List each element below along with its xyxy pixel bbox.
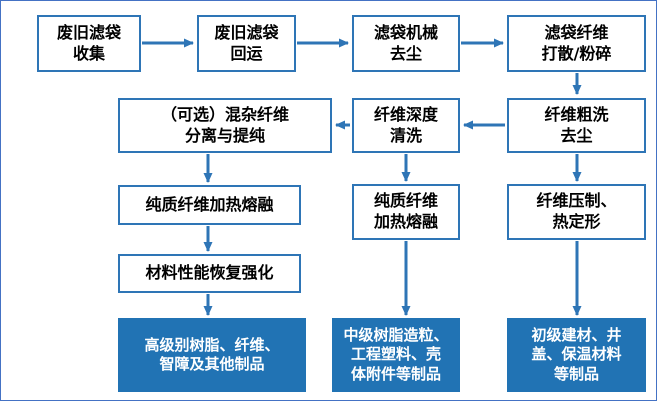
node-pure-fiber-melting-left: 纯质纤维加热熔融 — [118, 185, 301, 225]
node-fiber-pressing-heat-setting: 纤维压制、 热定形 — [507, 184, 646, 240]
node-fiber-deep-cleaning: 纤维深度 清洗 — [352, 98, 460, 153]
node-waste-bag-collection: 废旧滤袋 收集 — [37, 15, 141, 72]
node-waste-bag-return: 废旧滤袋 回运 — [197, 15, 296, 72]
node-fiber-coarse-washing: 纤维粗洗 去尘 — [507, 98, 646, 153]
node-pure-fiber-melting-mid: 纯质纤维 加热熔融 — [352, 184, 460, 240]
node-mid-grade-products: 中级树脂造粒、 工程塑料、壳 体附件等制品 — [332, 318, 460, 392]
node-material-property-restoration: 材料性能恢复强化 — [118, 254, 301, 293]
node-mechanical-dust-removal: 滤袋机械 去尘 — [352, 15, 460, 72]
node-fiber-shredding: 滤袋纤维 打散/粉碎 — [507, 15, 646, 72]
node-optional-fiber-separation: （可选）混杂纤维 分离与提纯 — [118, 98, 332, 153]
node-primary-grade-products: 初级建材、井 盖、保温材料 等制品 — [507, 318, 646, 392]
node-high-grade-products: 高级别树脂、纤维、 智障及其他制品 — [118, 318, 306, 392]
